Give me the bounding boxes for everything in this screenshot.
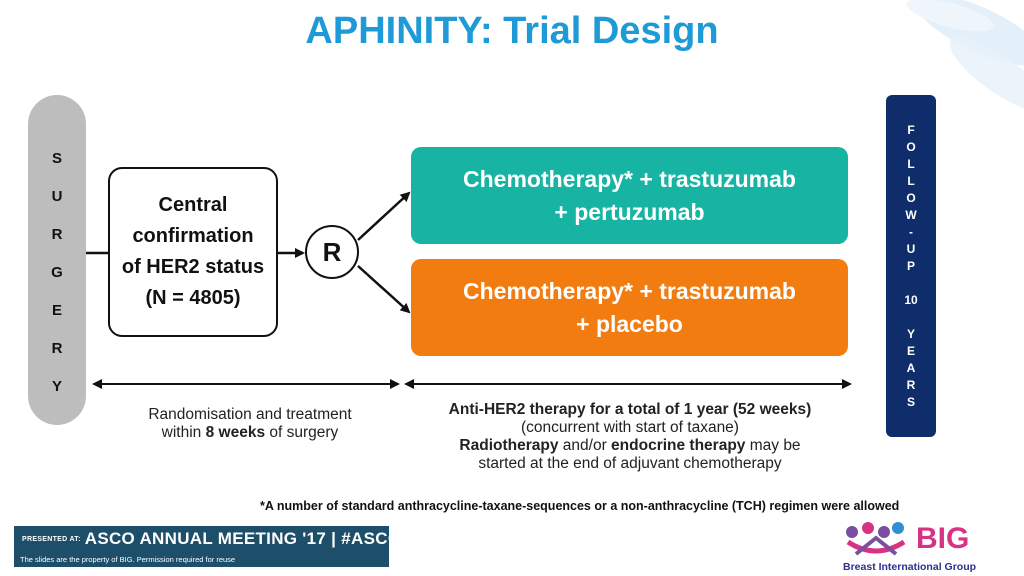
vertical-letter: P: [906, 259, 915, 273]
page-title: APHINITY: Trial Design: [305, 10, 719, 52]
surgery-bar: S U R G E R Y: [28, 95, 86, 425]
vertical-letter: A: [906, 361, 916, 375]
vertical-letter: Y: [51, 378, 62, 395]
caption-line: Randomisation and treatment: [148, 406, 352, 423]
vertical-letter: R: [906, 378, 916, 392]
central-line: Central: [158, 194, 228, 216]
vertical-letter: -: [909, 225, 913, 239]
arm-line: Chemotherapy* + trastuzumab: [463, 277, 796, 304]
arm-line: Chemotherapy* + trastuzumab: [463, 165, 796, 192]
central-line: confirmation: [132, 225, 254, 247]
caption-line: (concurrent with start of taxane): [521, 419, 739, 436]
logo-text: BIG: [916, 522, 970, 555]
randomisation-circle: R: [305, 225, 359, 279]
arm-pertuzumab-box: Chemotherapy* + trastuzumab + pertuzumab: [411, 147, 848, 244]
vertical-letter: L: [907, 157, 915, 171]
vertical-letter: 10: [904, 293, 918, 307]
randomisation-caption: Randomisation and treatment within 8 wee…: [110, 406, 390, 442]
arm-placebo-box: Chemotherapy* + trastuzumab + placebo: [411, 259, 848, 356]
footnote: *A number of standard anthracycline-taxa…: [260, 499, 900, 513]
caption-line: Anti-HER2 therapy for a total of 1 year …: [448, 401, 812, 418]
vertical-letter: Y: [906, 327, 915, 341]
vertical-letter: R: [51, 226, 63, 243]
vertical-letter: L: [907, 174, 915, 188]
central-confirmation-box: Central confirmation of HER2 status (N =…: [108, 167, 278, 337]
decorative-ribbon: [906, 0, 1024, 113]
meeting-title: PRESENTED AT:ASCO ANNUAL MEETING '17 | #…: [22, 529, 421, 548]
vertical-letter: E: [906, 344, 915, 358]
vertical-letter: [909, 309, 912, 326]
surgery-label: S U R G E R Y: [28, 150, 86, 395]
central-line: (N = 4805): [145, 287, 241, 309]
vertical-letter: S: [51, 150, 62, 167]
central-line: of HER2 status: [121, 256, 265, 278]
arm-line: + placebo: [576, 310, 683, 337]
vertical-letter: U: [51, 188, 63, 205]
vertical-letter: E: [51, 302, 62, 319]
meeting-banner: PRESENTED AT:ASCO ANNUAL MEETING '17 | #…: [14, 526, 421, 567]
caption-line: within 8 weeks of surgery: [161, 424, 339, 441]
logo-subtitle: Breast International Group: [843, 561, 977, 573]
vertical-letter: O: [906, 140, 916, 154]
arm-line: + pertuzumab: [554, 198, 705, 225]
caption-line: started at the end of adjuvant chemother…: [478, 455, 782, 472]
r-to-arm1-arrow: [357, 191, 411, 241]
vertical-letter: G: [51, 264, 63, 281]
ribbon-people-icon: [846, 522, 906, 556]
vertical-letter: R: [51, 340, 63, 357]
vertical-letter: U: [906, 242, 916, 256]
caption-line: Radiotherapy and/or endocrine therapy ma…: [459, 437, 801, 454]
big-logo: BIG Breast International Group: [838, 518, 1018, 573]
vertical-letter: W: [905, 208, 917, 222]
vertical-letter: F: [907, 123, 915, 137]
rights-notice: The slides are the property of BIG. Perm…: [20, 555, 236, 564]
vertical-letter: O: [906, 191, 916, 205]
vertical-letter: [909, 275, 912, 292]
vertical-letter: S: [906, 395, 915, 409]
r-to-arm2-arrow: [357, 265, 411, 314]
treatment-caption: Anti-HER2 therapy for a total of 1 year …: [405, 401, 855, 473]
